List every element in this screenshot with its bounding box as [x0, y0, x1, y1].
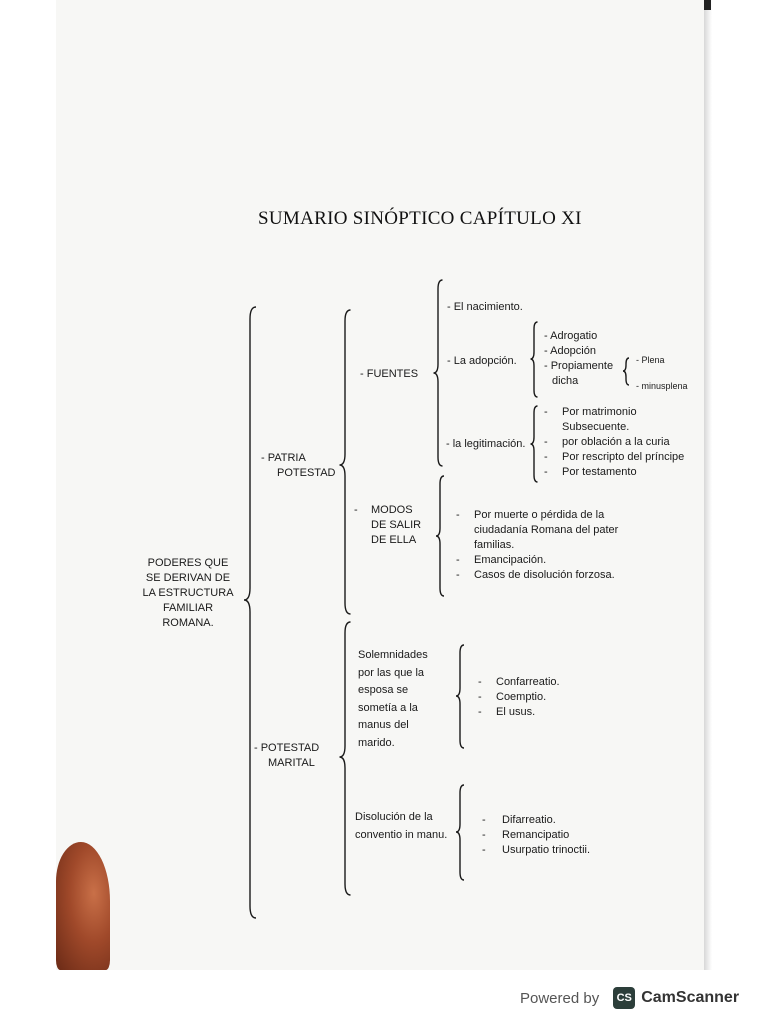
brace-patria [339, 309, 351, 615]
finger-photo-artifact [56, 842, 110, 970]
modos-label: -MODOS DE SALIR DE ELLA [354, 504, 422, 546]
camscanner-logo: CS [613, 987, 636, 1009]
scanned-page [56, 0, 710, 970]
adopcion-items: - Adrogatio - Adopción - Propiamente dic… [544, 330, 614, 387]
minusplena-item: - minusplena [636, 381, 688, 391]
camscanner-footer: Powered by CS CamScanner [520, 984, 739, 1012]
brace-adopcion [530, 321, 538, 398]
brace-plena [622, 357, 630, 386]
plena-item: - Plena [636, 355, 665, 365]
potestad-marital-label: - POTESTAD MARITAL [254, 742, 320, 769]
brace-marital [339, 621, 351, 896]
legitimacion-items: -Por matrimonio Subsecuente. -por oblaci… [544, 406, 685, 478]
root-label: PODERES QUE SE DERIVAN DE LA ESTRUCTURA … [142, 557, 234, 629]
modos-items: -Por muerte o pérdida de la ciudadanía R… [456, 509, 619, 581]
brace-modos [435, 475, 445, 597]
page-edge-shadow [704, 0, 712, 970]
brace-legitimacion [530, 405, 538, 483]
legitimacion-label: - la legitimación. [446, 438, 526, 450]
disolucion-items: -Difarreatio. -Remancipatio -Usurpatio t… [482, 814, 591, 856]
patria-potestad-label: - PATRIA POTESTAD [261, 452, 336, 479]
corner-mark [704, 0, 711, 10]
brace-solemnidades [455, 644, 465, 749]
camscanner-brand: CamScanner [641, 989, 740, 1006]
brace-disolucion [455, 784, 465, 881]
powered-by-text: Powered by [520, 989, 600, 1007]
page-title: SUMARIO SINÓPTICO CAPÍTULO XI [258, 208, 582, 229]
solemnidades-label: Solemnidades por las que la esposa se so… [358, 649, 428, 749]
disolucion-label: Disolución de la conventio in manu. [355, 811, 448, 841]
fuentes-label: - FUENTES [360, 368, 419, 380]
brace-fuentes [433, 279, 443, 467]
adopcion-label: - La adopción. [447, 355, 517, 367]
solemnidades-items: -Confarreatio. -Coemptio. -El usus. [478, 676, 560, 718]
nacimiento-item: - El nacimiento. [447, 301, 523, 313]
brace-root [243, 306, 257, 919]
